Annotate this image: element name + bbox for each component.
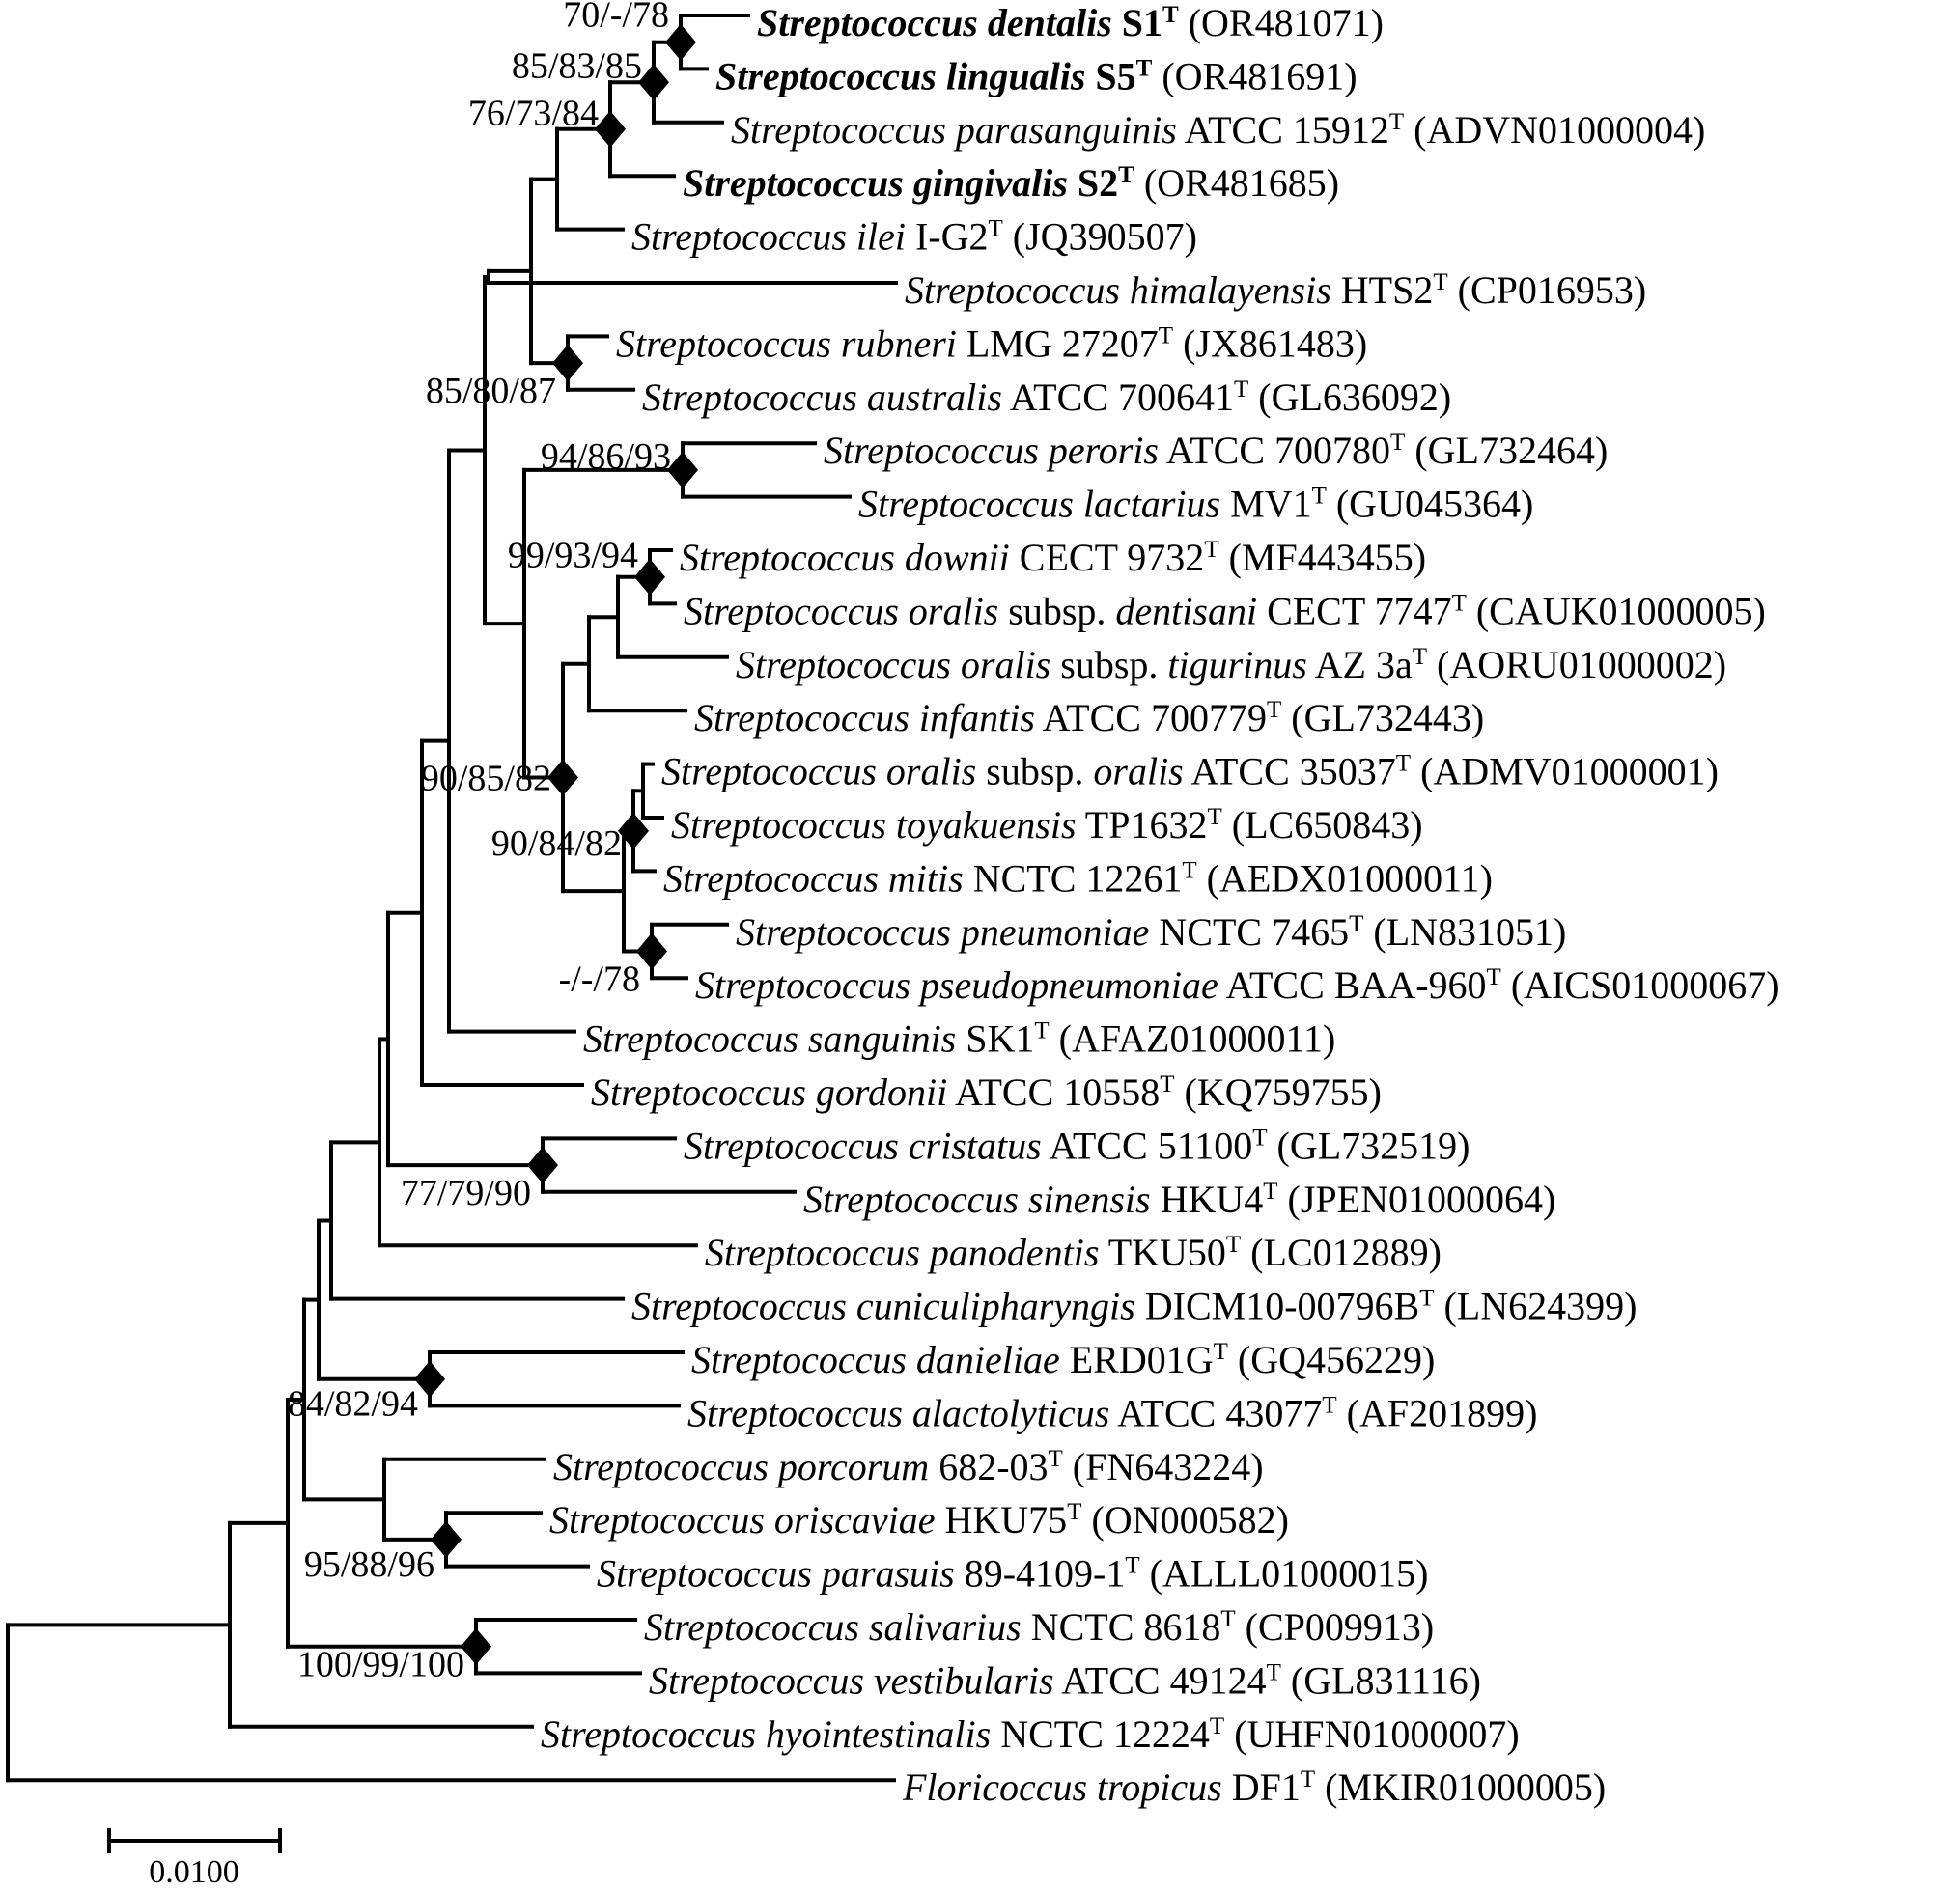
support-label-OTM: 90/84/82 <box>491 823 622 864</box>
tip-label-t31: Streptococcus salivarius NCTC 8618T (CP0… <box>644 1605 1434 1649</box>
tip-label-t4: Streptococcus gingivalis S2T (OR481685) <box>683 161 1339 205</box>
tip-label-t9: Streptococcus peroris ATCC 700780T (GL73… <box>824 429 1608 472</box>
tip-label-t13: Streptococcus oralis subsp. tigurinus AZ… <box>736 643 1726 686</box>
support-label-C: 76/73/84 <box>468 94 599 134</box>
node-diamond <box>634 558 665 596</box>
tip-label-t32: Streptococcus vestibularis ATCC 49124T (… <box>649 1658 1481 1702</box>
tip-label-t23: Streptococcus sinensis HKU4T (JPEN010000… <box>803 1178 1555 1221</box>
tip-label-t24: Streptococcus panodentis TKU50T (LC01288… <box>705 1231 1442 1274</box>
scale-bar-label: 0.0100 <box>149 1854 239 1890</box>
tree-node-diamonds <box>414 23 698 1665</box>
node-diamond <box>618 812 649 849</box>
tip-label-t33: Streptococcus hyointestinalis NCTC 12224… <box>541 1712 1520 1756</box>
node-diamond <box>547 759 578 796</box>
tip-label-t7: Streptococcus rubneri LMG 27207T (JX8614… <box>616 321 1367 365</box>
support-label-B: 85/83/85 <box>512 45 642 86</box>
node-diamond <box>414 1360 445 1398</box>
node-diamond <box>665 23 696 61</box>
node-diamond <box>636 932 667 970</box>
tip-label-t25: Streptococcus cuniculipharyngis DICM10-0… <box>631 1285 1637 1328</box>
tip-label-t1: Streptococcus dentalis S1T (OR481071) <box>757 1 1384 44</box>
tip-label-t22: Streptococcus cristatus ATCC 51100T (GL7… <box>684 1124 1470 1167</box>
node-diamond <box>527 1147 558 1184</box>
node-diamond <box>638 64 669 101</box>
node-diamond <box>595 110 626 148</box>
tip-label-t21: Streptococcus gordonii ATCC 10558T (KQ75… <box>591 1070 1382 1114</box>
support-label-PL: 94/86/93 <box>541 436 671 477</box>
tip-label-t2: Streptococcus lingualis S5T (OR481691) <box>715 54 1358 97</box>
tip-label-t30: Streptococcus parasuis 89-4109-1T (ALLL0… <box>597 1552 1428 1596</box>
tip-label-t26: Streptococcus danieliae ERD01GT (GQ45622… <box>691 1338 1435 1381</box>
tip-label-t34: Floricoccus tropicus DF1T (MKIR01000005) <box>902 1765 1606 1809</box>
scale-bar-line <box>107 1828 282 1853</box>
support-label-DD: 99/93/94 <box>508 536 638 576</box>
node-diamond <box>667 451 698 488</box>
tip-label-t19: Streptococcus pseudopneumoniae ATCC BAA-… <box>695 963 1779 1007</box>
tip-label-t29: Streptococcus oriscaviae HKU75T (ON00058… <box>549 1498 1289 1542</box>
tip-label-t11: Streptococcus downii CECT 9732T (MF44345… <box>680 536 1426 579</box>
support-label-SV: 100/99/100 <box>297 1645 464 1685</box>
node-diamond <box>552 345 583 382</box>
support-label-OP: 95/88/96 <box>304 1544 434 1585</box>
support-label-CS: 77/79/90 <box>401 1173 531 1213</box>
tip-label-t8: Streptococcus australis ATCC 700641T (GL… <box>642 375 1451 419</box>
node-diamond <box>461 1627 491 1665</box>
support-label-J: 90/85/82 <box>421 758 551 798</box>
tip-label-t18: Streptococcus pneumoniae NCTC 7465T (LN8… <box>736 910 1566 954</box>
tip-label-t5: Streptococcus ilei I-G2T (JQ390507) <box>631 215 1197 259</box>
support-label-A: 70/-/78 <box>563 0 669 36</box>
support-label-DA: 84/82/94 <box>288 1384 418 1425</box>
scale-bar: 0.0100 <box>107 1828 282 1890</box>
support-label-PN: -/-/78 <box>559 959 640 1000</box>
tip-label-t16: Streptococcus toyakuensis TP1632T (LC650… <box>671 803 1423 847</box>
tip-label-t3: Streptococcus parasanguinis ATCC 15912T … <box>731 108 1705 152</box>
tip-label-t6: Streptococcus himalayensis HTS2T (CP0169… <box>905 268 1646 312</box>
tip-label-t27: Streptococcus alactolyticus ATCC 43077T … <box>687 1391 1537 1434</box>
tip-label-t17: Streptococcus mitis NCTC 12261T (AEDX010… <box>663 856 1493 900</box>
node-diamond <box>431 1520 462 1558</box>
tip-label-t20: Streptococcus sanguinis SK1T (AFAZ010000… <box>583 1017 1335 1061</box>
support-label-RA: 85/80/87 <box>426 371 556 411</box>
tip-label-t15: Streptococcus oralis subsp. oralis ATCC … <box>661 750 1719 793</box>
tip-label-t14: Streptococcus infantis ATCC 700779T (GL7… <box>694 696 1484 739</box>
tip-label-t12: Streptococcus oralis subsp. dentisani CE… <box>684 589 1766 632</box>
tip-label-t28: Streptococcus porcorum 682-03T (FN643224… <box>553 1445 1264 1488</box>
tree-labels: 70/-/78 85/83/85 76/73/84 85/80/87 94/86/93 9… <box>288 0 1779 1809</box>
tip-label-t10: Streptococcus lactarius MV1T (GU045364) <box>858 483 1533 526</box>
